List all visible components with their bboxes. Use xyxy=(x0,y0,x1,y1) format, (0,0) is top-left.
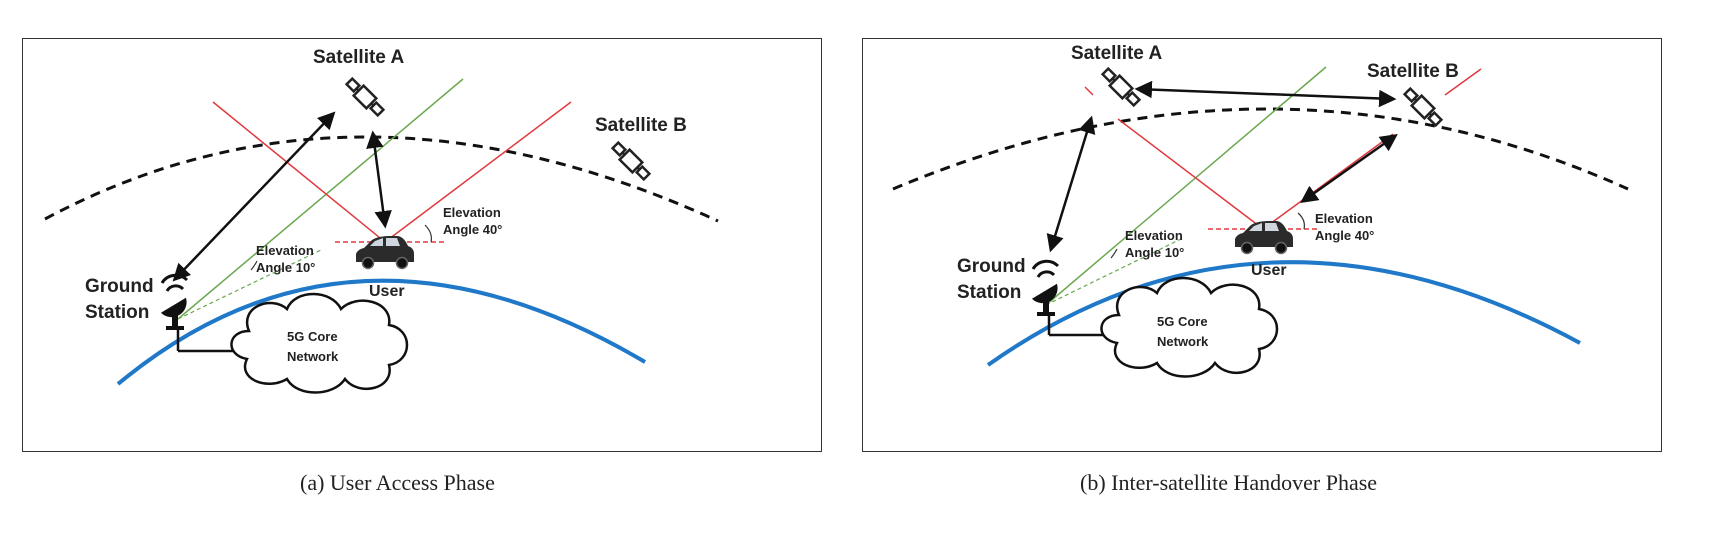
beam-right xyxy=(384,101,572,243)
car-icon xyxy=(1234,220,1294,255)
diagram-user-access: Satellite A Satellite B Ground Station 5… xyxy=(44,47,719,394)
satellite-b-icon xyxy=(609,139,653,183)
label-elevation-10-1: Elevation xyxy=(256,243,314,258)
label-satellite-b: Satellite B xyxy=(595,115,687,136)
label-station: Station xyxy=(85,302,149,323)
label-core-1: 5G Core xyxy=(287,329,338,344)
earth-surface xyxy=(986,260,1581,367)
label-elevation-40-2: Angle 40° xyxy=(1315,228,1374,243)
elevation-10-arc xyxy=(1110,248,1118,259)
elevation-40-arc xyxy=(424,224,432,243)
label-satellite-b: Satellite B xyxy=(1367,61,1459,82)
caption-handover: (b) Inter-satellite Handover Phase xyxy=(1080,470,1378,495)
label-elevation-40-2: Angle 40° xyxy=(443,222,502,237)
diagram-handover: Satellite A Satellite B Ground Station 5… xyxy=(892,43,1629,378)
ground-station-icon xyxy=(157,273,192,332)
satellite-a-icon xyxy=(343,75,387,119)
label-station: Station xyxy=(957,282,1021,303)
satellite-a-icon xyxy=(1099,65,1143,109)
link-ground-satellite-a xyxy=(172,111,336,282)
link-satellite-b-user xyxy=(1300,133,1398,204)
panel-handover: Satellite A Satellite B Ground Station 5… xyxy=(862,38,1662,452)
car-icon xyxy=(355,235,415,270)
link-ground-satellite-a xyxy=(1046,115,1096,253)
label-core-2: Network xyxy=(287,349,339,364)
beam-left xyxy=(212,101,386,243)
label-ground: Ground xyxy=(957,256,1026,277)
beam-sat-a-left xyxy=(1084,86,1094,96)
earth-surface xyxy=(116,278,647,386)
beam-sat-b-right xyxy=(1444,68,1482,96)
label-core-1: 5G Core xyxy=(1157,314,1208,329)
label-satellite-a: Satellite A xyxy=(1071,43,1162,64)
label-ground: Ground xyxy=(85,276,154,297)
label-elevation-40-1: Elevation xyxy=(443,205,501,220)
panel-user-access: Satellite A Satellite B Ground Station 5… xyxy=(22,38,822,452)
elevation-40-arc xyxy=(1297,212,1305,230)
label-user: User xyxy=(369,283,405,300)
label-satellite-a: Satellite A xyxy=(313,47,404,68)
caption-user-access: (a) User Access Phase xyxy=(300,470,495,495)
orbit-arc xyxy=(892,107,1629,191)
label-core-2: Network xyxy=(1157,334,1209,349)
beam-sat-a-right xyxy=(1117,118,1264,230)
ground-station-icon xyxy=(1028,259,1063,318)
link-satellite-a-satellite-b xyxy=(1134,80,1397,108)
label-elevation-10-2: Angle 10° xyxy=(1125,245,1184,260)
label-elevation-10-2: Angle 10° xyxy=(256,260,315,275)
label-elevation-10-1: Elevation xyxy=(1125,228,1183,243)
link-satellite-a-user xyxy=(366,130,392,229)
label-elevation-40-1: Elevation xyxy=(1315,211,1373,226)
label-user: User xyxy=(1251,262,1287,279)
